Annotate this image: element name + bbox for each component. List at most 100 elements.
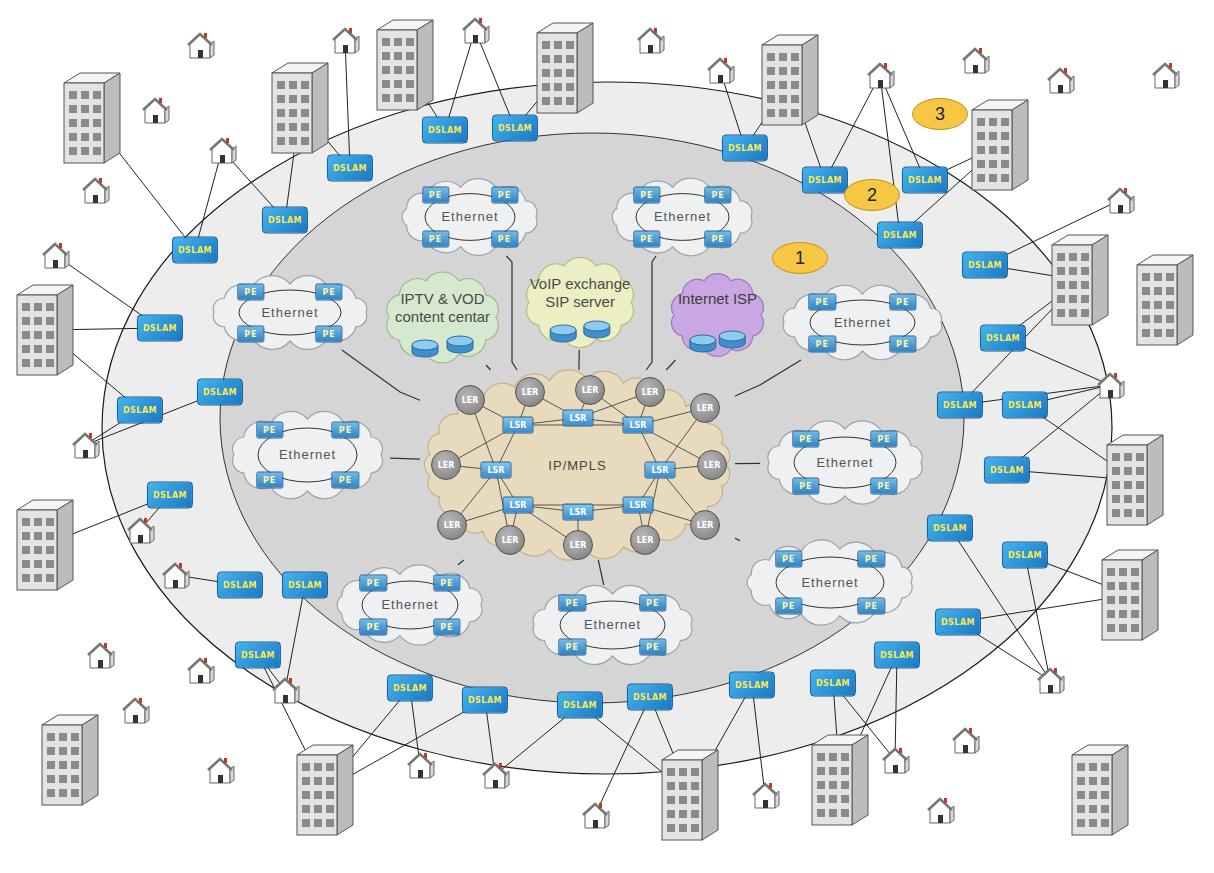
cloud-outline [768, 421, 922, 504]
house-icon [208, 758, 234, 783]
lsr-router: LSR [502, 497, 533, 514]
pe-switch: PE [858, 550, 885, 567]
callout-number: 1 [772, 242, 828, 274]
house-icon [408, 753, 434, 778]
dslam-icon: DSLAM [422, 117, 468, 144]
ler-router: LER [495, 525, 525, 555]
pe-switch: PE [360, 619, 387, 636]
subscriber-line [752, 685, 765, 795]
lsr-router: LSR [622, 497, 653, 514]
house-icon [1048, 68, 1074, 93]
building-icon [537, 23, 593, 113]
house-icon [188, 658, 214, 683]
dslam-icon: DSLAM [557, 692, 603, 719]
pe-switch: PE [360, 574, 387, 591]
lsr-router: LSR [502, 417, 533, 434]
text-holder: Ethernet [613, 209, 752, 225]
pe-switch: PE [256, 472, 283, 489]
ler-router: LER [431, 450, 461, 480]
dslam-icon: DSLAM [282, 572, 328, 599]
cloud-outline [387, 272, 499, 363]
ethernet-cloud: Ethernet [205, 275, 375, 350]
router-icon [412, 340, 438, 357]
cloud-name: Ethernet [213, 305, 367, 321]
ethernet-cloud: Ethernet [330, 565, 490, 645]
ler-router: LER [635, 377, 665, 407]
text-holder: VoIP exchange SIP server [528, 275, 632, 311]
dslam-icon: DSLAM [492, 115, 538, 142]
router-icon [584, 321, 610, 338]
text-holder: Ethernet [338, 597, 482, 613]
building-icon [1137, 255, 1193, 345]
pe-switch: PE [559, 639, 586, 656]
uplink-line [342, 350, 420, 400]
subscriber-line [345, 40, 350, 168]
house-icon [210, 138, 236, 163]
building-icon [972, 100, 1028, 190]
pe-switch: PE [315, 283, 342, 300]
dslam-icon: DSLAM [1002, 542, 1048, 569]
uplink-line [390, 458, 420, 459]
dslam-icon: DSLAM [802, 167, 848, 194]
dslam-icon: DSLAM [722, 135, 768, 162]
cloud-outline [337, 565, 482, 645]
pe-switch: PE [792, 430, 819, 447]
ler-router: LER [455, 385, 485, 415]
text-holder: Ethernet [748, 575, 912, 591]
ethernet-cloud: Ethernet [225, 410, 390, 500]
ethernet-cloud: Ethernet [395, 178, 545, 256]
cloud-outline [672, 274, 764, 357]
lsr-router: LSR [562, 410, 593, 427]
mpls-mesh [446, 390, 712, 545]
cloud-name: Ethernet [403, 209, 537, 225]
pe-switch: PE [809, 293, 836, 310]
cloud-outline [533, 585, 692, 664]
uplink-line [735, 538, 740, 540]
pe-switch: PE [633, 230, 660, 247]
house-icon [128, 518, 154, 543]
house-icon [583, 803, 609, 828]
building-icon [64, 73, 120, 163]
building-icon [42, 715, 98, 805]
pe-switch: PE [559, 594, 586, 611]
pe-switch: PE [639, 639, 666, 656]
house-icon [868, 63, 894, 88]
text-holder: IPTV & VOD content centar [388, 290, 497, 326]
dslam-icon: DSLAM [147, 482, 193, 509]
house-icon [638, 28, 664, 53]
cloud-outline [527, 257, 634, 347]
ler-router: LER [690, 393, 720, 423]
cloud-name: Ethernet [338, 597, 482, 613]
service-cloud: VoIP exchange SIP server [520, 255, 640, 350]
dslam-icon: DSLAM [197, 379, 243, 406]
dslam-icon: DSLAM [935, 609, 981, 636]
pe-switch: PE [433, 574, 460, 591]
uplink-line [666, 360, 675, 370]
building-icon [297, 745, 353, 835]
pe-switch: PE [491, 230, 518, 247]
house-icon [1098, 373, 1124, 398]
pe-switch: PE [315, 325, 342, 342]
callout-number: 3 [912, 98, 968, 130]
router-icon [690, 335, 716, 352]
service-cloud: Internet ISP [665, 270, 770, 360]
house-icon [708, 58, 734, 83]
pe-switch: PE [633, 187, 660, 204]
text-holder: Ethernet [768, 455, 922, 471]
dslam-icon: DSLAM [937, 392, 983, 419]
dslam-icon: DSLAM [984, 457, 1030, 484]
building-icon [1107, 435, 1163, 525]
subscriber-line [960, 280, 1080, 405]
dslam-icon: DSLAM [462, 687, 508, 714]
building-icon [17, 500, 73, 590]
building-icon [272, 63, 328, 153]
ethernet-cloud: Ethernet [760, 420, 930, 505]
uplink-line [486, 365, 491, 370]
building-icon [1052, 235, 1108, 325]
uplink-line [735, 463, 760, 464]
pe-switch: PE [704, 230, 731, 247]
pe-switch: PE [889, 293, 916, 310]
cloud-outline [424, 370, 729, 560]
building-icon [17, 285, 73, 375]
subscriber-line [950, 528, 1050, 680]
